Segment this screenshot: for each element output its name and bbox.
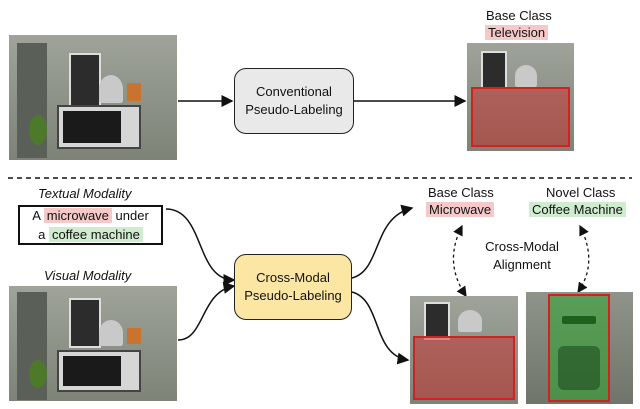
kitchen-photo xyxy=(9,286,177,401)
cross-modal-pseudo-labeling-box: Cross-Modal Pseudo-Labeling xyxy=(234,254,352,320)
novel-class-label: Coffee Machine xyxy=(529,202,626,217)
television-bounding-box xyxy=(471,87,570,147)
caption-text: A xyxy=(32,208,44,223)
arrow-icon xyxy=(351,204,414,279)
textual-modality-label: Textual Modality xyxy=(38,186,132,201)
arrow-icon xyxy=(177,281,236,341)
kitchen-photo xyxy=(9,35,177,160)
caption-text: a xyxy=(38,227,49,242)
visual-modality-label: Visual Modality xyxy=(44,268,132,283)
dashed-double-arrow-icon xyxy=(577,224,590,294)
arrow-icon xyxy=(351,291,410,365)
cross-modal-alignment-label: Cross-Modal Alignment xyxy=(485,239,559,272)
novel-class-title: Novel Class xyxy=(546,185,616,200)
top-base-class-title: Base Class xyxy=(486,8,552,23)
cross-modal-pseudo-labeling-text: Cross-Modal Pseudo-Labeling xyxy=(244,270,342,303)
microwave-output-photo xyxy=(410,296,518,404)
coffee-machine-output-photo xyxy=(526,292,633,404)
conventional-pseudo-labeling-box: Conventional Pseudo-Labeling xyxy=(234,68,354,134)
caption-text: under xyxy=(111,208,149,223)
top-base-class-label: Television xyxy=(485,25,549,40)
dashed-double-arrow-icon xyxy=(452,224,467,298)
bottom-base-class-title: Base Class xyxy=(428,185,494,200)
arrow-icon xyxy=(165,208,236,286)
caption-box: A microwave under a coffee machine xyxy=(18,205,163,245)
conventional-pseudo-labeling-text: Conventional Pseudo-Labeling xyxy=(245,84,343,117)
caption-microwave: microwave xyxy=(43,208,112,223)
caption-coffee-machine: coffee machine xyxy=(48,227,143,242)
microwave-bounding-box xyxy=(413,336,515,400)
bottom-base-class-label: Microwave xyxy=(426,202,495,217)
television-output-photo xyxy=(467,43,574,151)
